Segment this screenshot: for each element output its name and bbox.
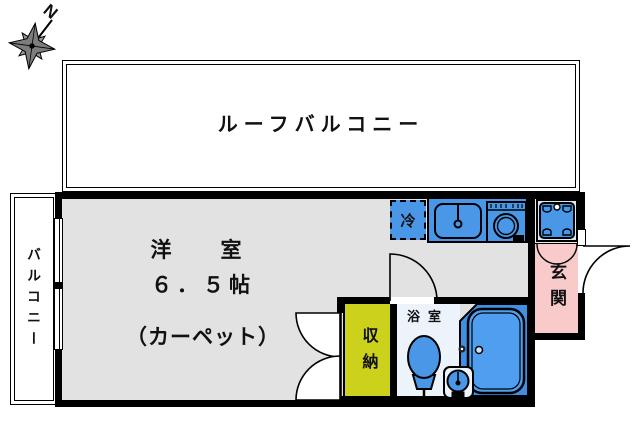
wall-entrance-bottom <box>535 333 585 340</box>
wall-left-upper <box>55 192 62 218</box>
laundry-nook-floor <box>535 199 578 243</box>
storage-closet-floor <box>343 304 392 396</box>
balcony-area <box>10 193 58 405</box>
room-name: 洋 室 <box>150 239 256 262</box>
balcony-inner-line <box>14 197 54 401</box>
wall-bath-bottom <box>337 396 535 403</box>
room-flooring: （カーペット） <box>126 326 280 349</box>
wall-left-lower <box>55 350 62 407</box>
balcony-window-lower <box>54 288 63 350</box>
window-sash-line <box>58 219 60 282</box>
compass-rose-icon <box>7 19 57 71</box>
roof-balcony-label: ルーフバルコニー <box>217 114 425 136</box>
entrance-side-window <box>577 229 586 246</box>
wall-bath-top-right <box>434 297 528 304</box>
wall-bottom <box>55 400 535 407</box>
wall-right-lower <box>578 293 585 340</box>
entrance-label: 玄関 <box>547 263 566 315</box>
western-room-label: 洋 室 ６．５帖 （カーペット） <box>78 234 328 351</box>
compass-north-label: N <box>39 0 62 23</box>
balcony-label: バルコニー <box>26 246 42 352</box>
refrigerator-label: 冷 <box>400 212 416 230</box>
bathroom-label: 浴室 <box>406 309 449 324</box>
wall-right-upper <box>578 192 585 230</box>
roof-balcony-inner-line <box>66 64 576 188</box>
wall-room-entrance-divider <box>528 192 535 403</box>
window-sash-line <box>58 289 60 349</box>
wall-closet-corner-stub <box>337 297 345 313</box>
wall-bath-top-left <box>337 297 390 304</box>
wall-top <box>55 192 585 199</box>
room-size: ６．５帖 <box>151 274 255 297</box>
refrigerator-space: 冷 <box>390 200 426 240</box>
wall-closet-bathroom-divider <box>390 304 397 396</box>
balcony-window-upper <box>54 218 63 283</box>
bathroom-door-opening <box>390 297 434 304</box>
storage-label: 収納 <box>359 327 377 379</box>
wall-window-divider <box>54 283 63 288</box>
entrance-door-swing <box>582 245 631 294</box>
roof-balcony-area <box>62 60 580 192</box>
kitchen-counter-area <box>427 197 528 243</box>
